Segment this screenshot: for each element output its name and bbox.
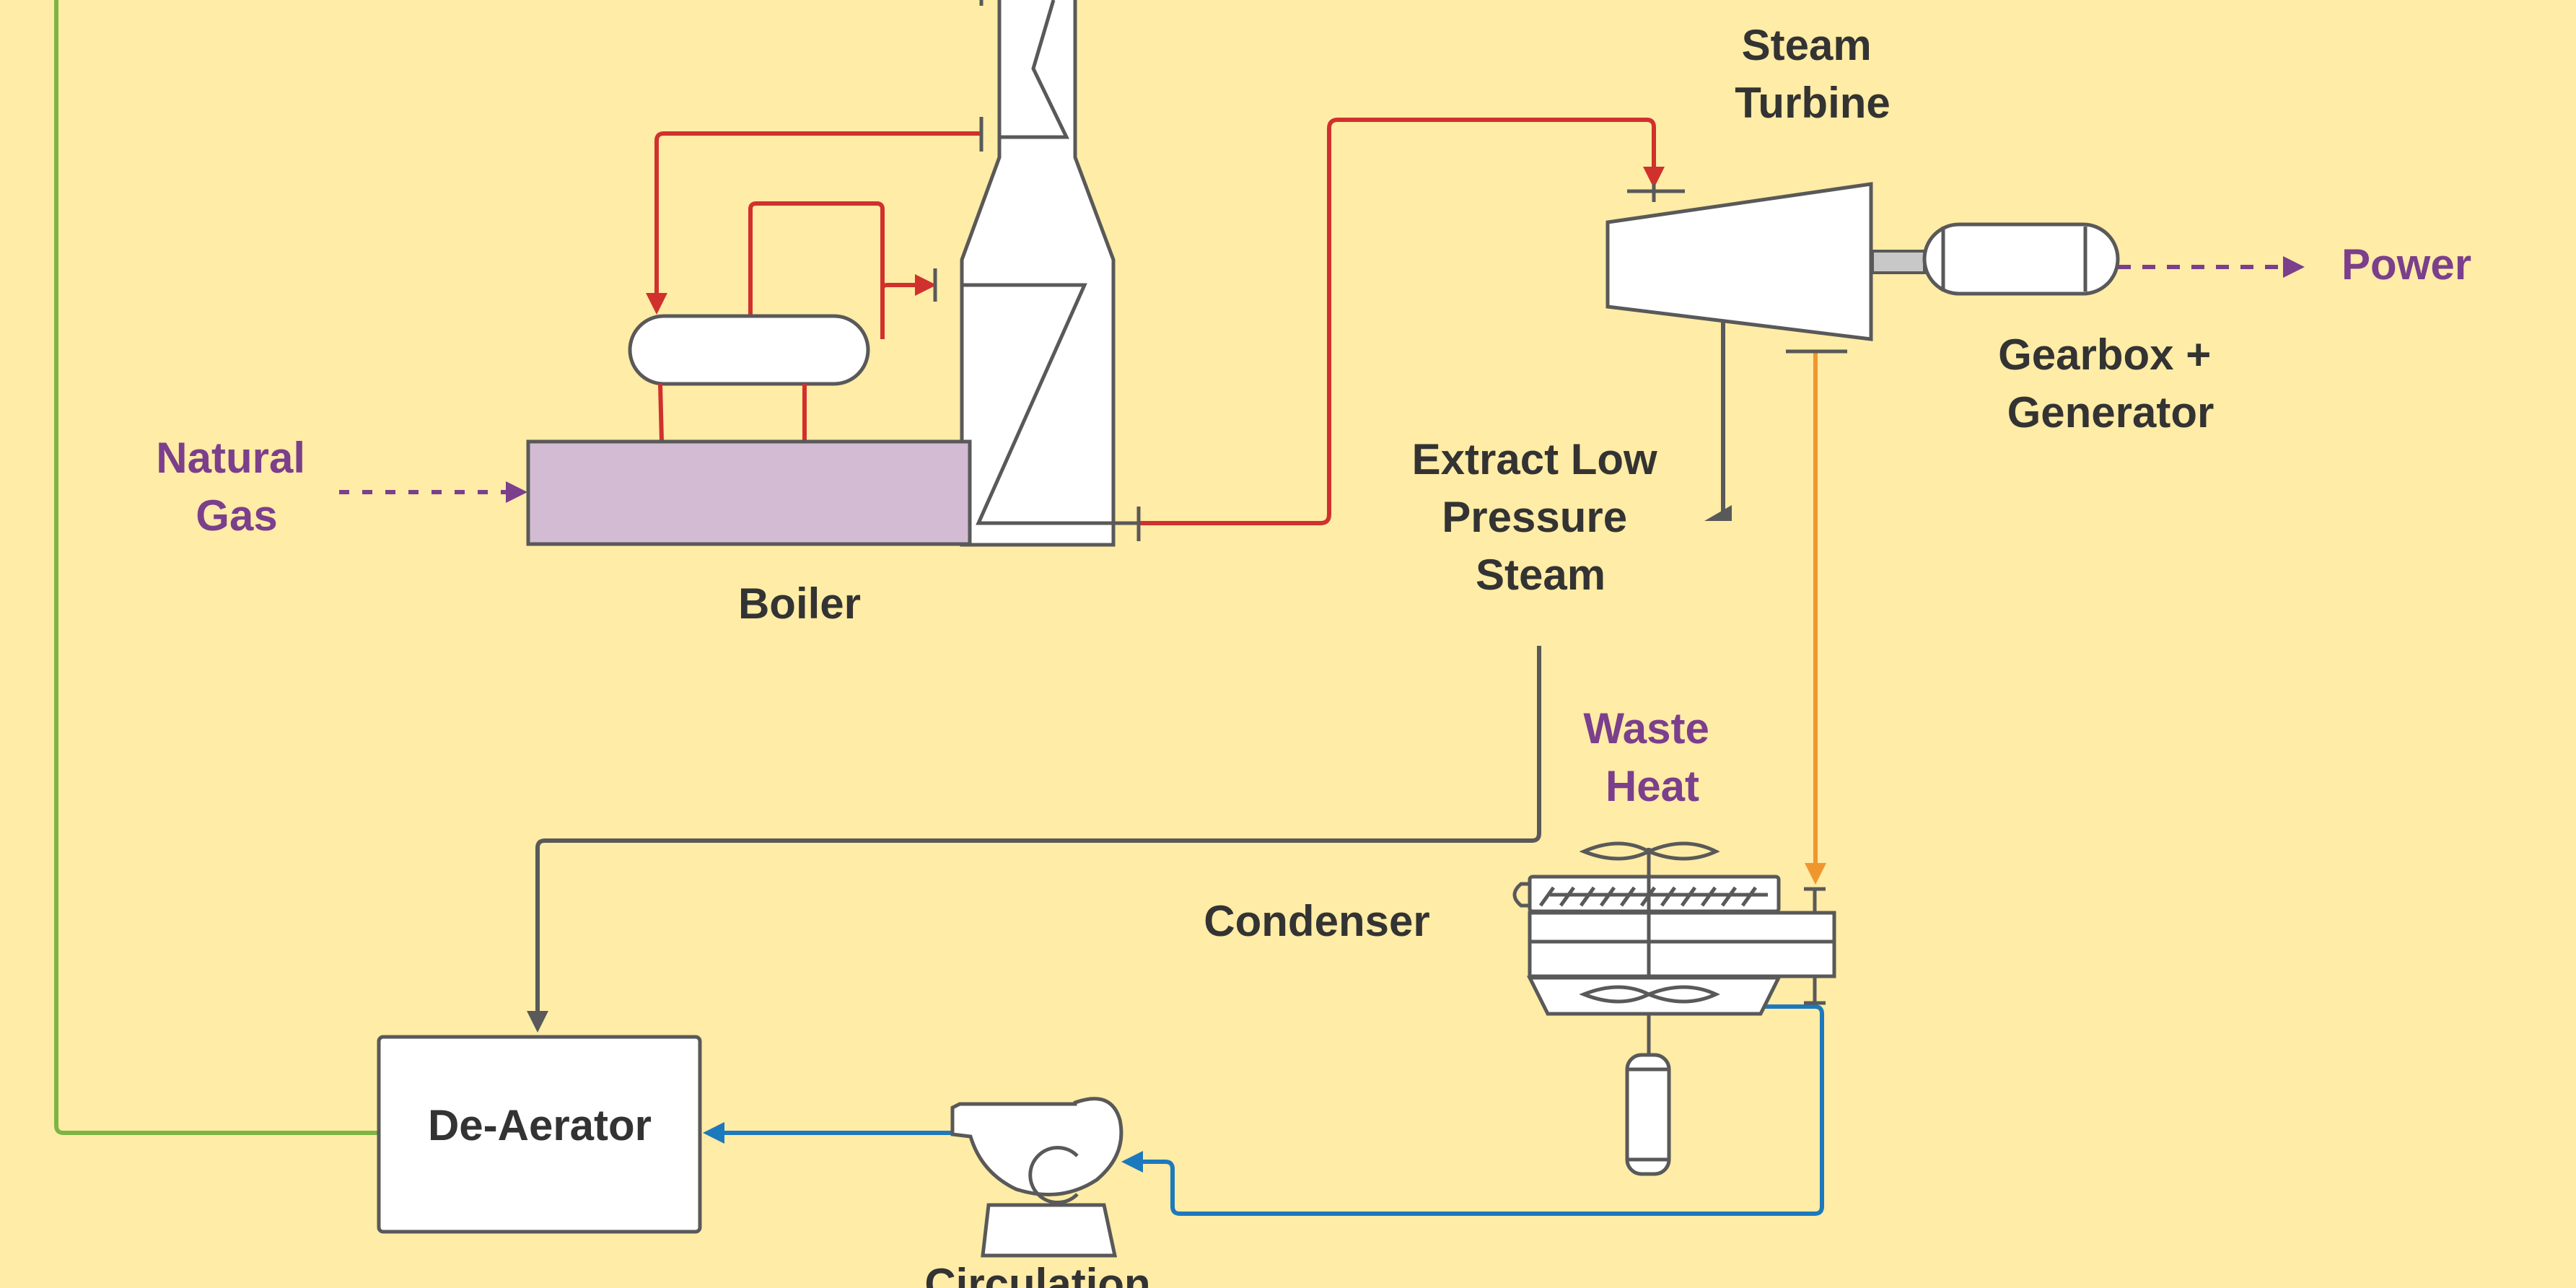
power-label: Power <box>2341 240 2471 289</box>
turbine-shaft-coupling <box>1871 250 1926 274</box>
steam-line-to-superheater <box>880 274 937 339</box>
steam-line-drum-loop <box>748 201 885 339</box>
condenser-label: Condenser <box>1204 897 1429 945</box>
natural-gas-label: Natural Gas <box>156 434 317 540</box>
lp-steam-to-deaerator <box>527 646 1541 1033</box>
de-aerator-box <box>377 1035 702 1234</box>
boiler-firebox <box>526 439 972 546</box>
circulation-label: Circulation <box>924 1260 1150 1288</box>
centrifugal-pump-icon <box>950 1097 1123 1258</box>
steam-drum <box>628 314 870 386</box>
steam-line-to-turbine <box>1139 118 1665 525</box>
drum-riser-left <box>658 383 664 442</box>
steam-line-stack-to-drum <box>646 131 981 315</box>
boiler-label: Boiler <box>738 579 861 628</box>
condenser <box>1512 841 1836 1176</box>
steam-turbine-label: Steam Turbine <box>1735 21 1891 127</box>
steam-turbine <box>1605 182 1873 354</box>
waste-heat-label: Waste Heat <box>1583 704 1721 810</box>
feedwater-line <box>54 0 379 1135</box>
condensate-line-to-pump <box>1121 1004 1824 1216</box>
de-aerator-label: De-Aerator <box>428 1101 652 1149</box>
boiler-stack <box>933 0 1141 547</box>
generator-icon <box>1922 222 2120 296</box>
gearbox-generator-label: Gearbox + Generator <box>1998 330 2223 437</box>
lp-steam-line-end <box>1704 505 1732 521</box>
extract-lp-steam-label: Extract Low Pressure Steam <box>1412 435 1670 599</box>
